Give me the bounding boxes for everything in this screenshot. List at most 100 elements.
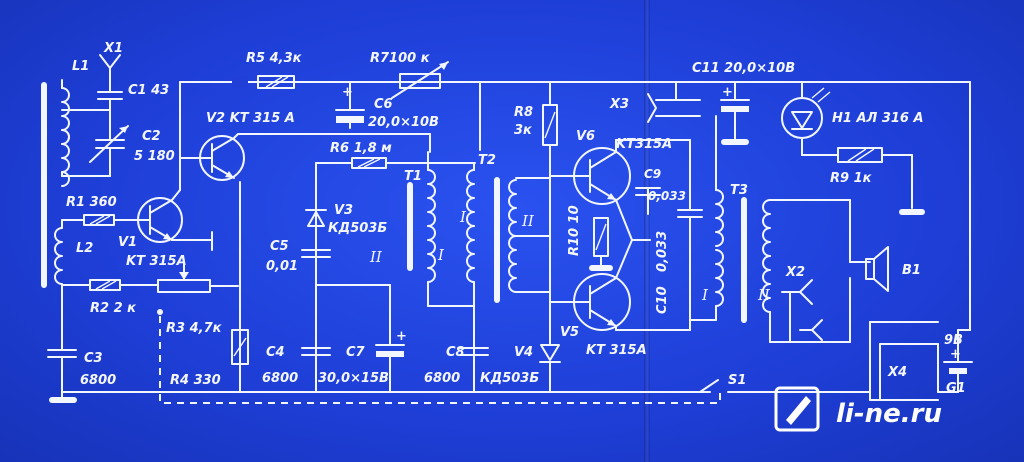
label-X2: X2	[785, 265, 805, 280]
resistor-R9	[837, 147, 925, 215]
label-L1: L1	[72, 59, 89, 74]
winding-label-T1-I-b: I	[437, 246, 445, 264]
variable-capacitor-C2	[89, 124, 129, 177]
capacitor-C4	[301, 347, 331, 356]
battery-G1	[943, 309, 973, 393]
label-R8-value: 3к	[514, 123, 533, 138]
transformer-T3	[689, 115, 771, 323]
label-G1-voltage: 9В	[944, 333, 963, 348]
capacitor-C11	[720, 81, 750, 145]
label-T3: T3	[730, 183, 748, 198]
inductor-L2	[54, 219, 63, 285]
label-C10-value: 0,033	[655, 231, 670, 272]
jack-X3	[647, 93, 701, 123]
jack-X2	[781, 279, 823, 343]
label-V6-type: KT315A	[616, 137, 672, 152]
transformer-T1	[407, 151, 475, 307]
label-C2: C2	[142, 129, 161, 144]
variable-resistor-R7	[391, 61, 449, 99]
winding-labels: I I II II I II	[369, 208, 771, 304]
label-R3: R3 4,7к	[166, 321, 223, 336]
label-C5: C5	[270, 239, 289, 254]
label-C9-value: 0,033	[648, 189, 686, 203]
led-H1	[781, 81, 831, 156]
label-R1: R1 360	[66, 195, 117, 210]
label-C6-value: 20,0×10В	[368, 115, 439, 130]
label-T1: T1	[404, 169, 422, 184]
label-R10: R10 10	[567, 205, 582, 256]
resistor-R2	[61, 279, 159, 291]
potentiometer-R3	[157, 261, 239, 293]
label-V1-type: KT 315A	[126, 254, 187, 269]
capacitor-C3	[47, 349, 77, 403]
capacitor-C9	[635, 187, 661, 215]
label-X3: X3	[609, 97, 629, 112]
resistor-R8	[542, 104, 558, 146]
label-V4-type: КД503Б	[480, 371, 539, 386]
label-V3: V3	[334, 203, 353, 218]
label-plus: +	[950, 347, 961, 362]
label-C2-value: 5 180	[134, 149, 175, 164]
label-C8-value: 6800	[424, 371, 460, 386]
label-R8: R8	[514, 105, 533, 120]
switch-S1	[699, 379, 781, 393]
winding-label-T3-I: I	[701, 286, 709, 304]
label-plus-c7: +	[396, 329, 407, 344]
winding-label-T1-II: II	[369, 248, 383, 266]
transistor-V1	[137, 189, 213, 251]
watermark-text: li-ne.ru	[836, 399, 942, 429]
label-H1: H1 АЛ 316 А	[832, 111, 924, 126]
label-R2: R2 2 к	[90, 301, 137, 316]
transistor-V5	[573, 273, 631, 331]
label-V2: V2 KT 315 A	[206, 111, 295, 126]
antenna-X1	[99, 54, 121, 93]
label-V5-type: KT 315A	[586, 343, 647, 358]
capacitor-C6	[335, 81, 365, 129]
label-C6: C6	[374, 97, 393, 112]
connector-X4	[869, 321, 959, 401]
winding-label-T2-II: II	[521, 212, 535, 230]
label-C5-value: 0,01	[266, 259, 298, 274]
mechanical-link	[159, 316, 721, 404]
label-plus-c6: +	[342, 85, 353, 100]
resistor-R6	[315, 157, 476, 169]
transistor-V2	[195, 133, 431, 181]
transformer-T2	[494, 177, 551, 303]
label-S1: S1	[728, 373, 746, 388]
label-C7: C7	[346, 345, 366, 360]
resistor-R1	[61, 214, 141, 226]
capacitor-C10	[677, 139, 703, 331]
label-C3-value: 6800	[80, 373, 116, 388]
label-C11: C11 20,0×10В	[692, 61, 795, 76]
capacitor-C5	[301, 249, 331, 258]
label-C4-value: 6800	[262, 371, 298, 386]
capacitor-C1	[97, 91, 123, 126]
component-labels: L1 X1 C1 43 C2 5 180 R1 360 V1 KT 315A L…	[66, 41, 966, 396]
label-V5: V5	[560, 325, 579, 340]
label-R6: R6 1,8 м	[330, 141, 392, 156]
label-X1: X1	[103, 41, 123, 56]
label-V6: V6	[576, 129, 595, 144]
label-V3-type: КД503Б	[328, 221, 387, 236]
inductor-L1	[61, 79, 70, 187]
label-L2: L2	[76, 241, 93, 256]
page-fold	[644, 0, 650, 462]
label-C8: C8	[446, 345, 465, 360]
speaker-B1	[865, 246, 889, 292]
transistor-V6	[573, 147, 631, 205]
label-R5: R5 4,3к	[246, 51, 303, 66]
label-R4: R4 330	[170, 373, 221, 388]
label-T2: T2	[478, 153, 496, 168]
label-C7-value: 30,0×15В	[318, 371, 389, 386]
label-G1: G1	[946, 381, 966, 396]
label-plus-c11: +	[722, 85, 733, 100]
label-C4: C4	[266, 345, 285, 360]
watermark: li-ne.ru	[774, 386, 942, 432]
diode-V4	[539, 329, 561, 393]
label-C10: C10	[655, 286, 670, 314]
label-X4: X4	[887, 365, 907, 380]
resistor-R5	[232, 75, 295, 89]
winding-label-T3-II: II	[757, 286, 771, 304]
